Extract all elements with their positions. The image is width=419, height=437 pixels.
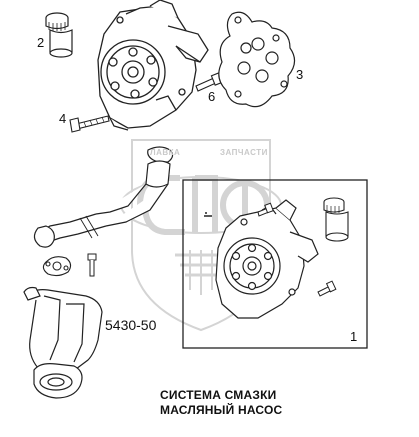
- watermark-text-left: ЛАВКА: [150, 148, 181, 157]
- oil-pump-inset: [215, 199, 319, 319]
- oil-pump-main: [97, 0, 209, 131]
- watermark-text-right: ЗАПЧАСТИ: [220, 148, 268, 157]
- part-fitting-2: [45, 12, 73, 58]
- tube-upper: [95, 146, 174, 227]
- caption-line-1: СИСТЕМА СМАЗКИ: [160, 388, 277, 402]
- oil-pickup-tube: [33, 213, 107, 248]
- callout-1: 1: [350, 329, 358, 344]
- tube-gasket: [42, 256, 72, 277]
- callout-3: 3: [296, 67, 304, 82]
- callout-4: 4: [59, 111, 67, 126]
- inset-frame: [182, 179, 368, 349]
- diagram-code: 5430-50: [105, 317, 157, 333]
- callout-2: 2: [37, 35, 45, 50]
- watermark-logo: [120, 139, 282, 332]
- bolt-inset: [317, 280, 337, 297]
- bolt-small: [87, 253, 97, 277]
- callout-6: 6: [208, 89, 216, 104]
- bolt-inset-top: [257, 202, 274, 217]
- oil-strainer: [23, 286, 103, 399]
- bolt-4: [69, 115, 110, 133]
- gasket-3: [218, 11, 296, 108]
- fitting-inset: [323, 197, 349, 242]
- caption-line-2: МАСЛЯНЫЙ НАСОС: [160, 403, 283, 417]
